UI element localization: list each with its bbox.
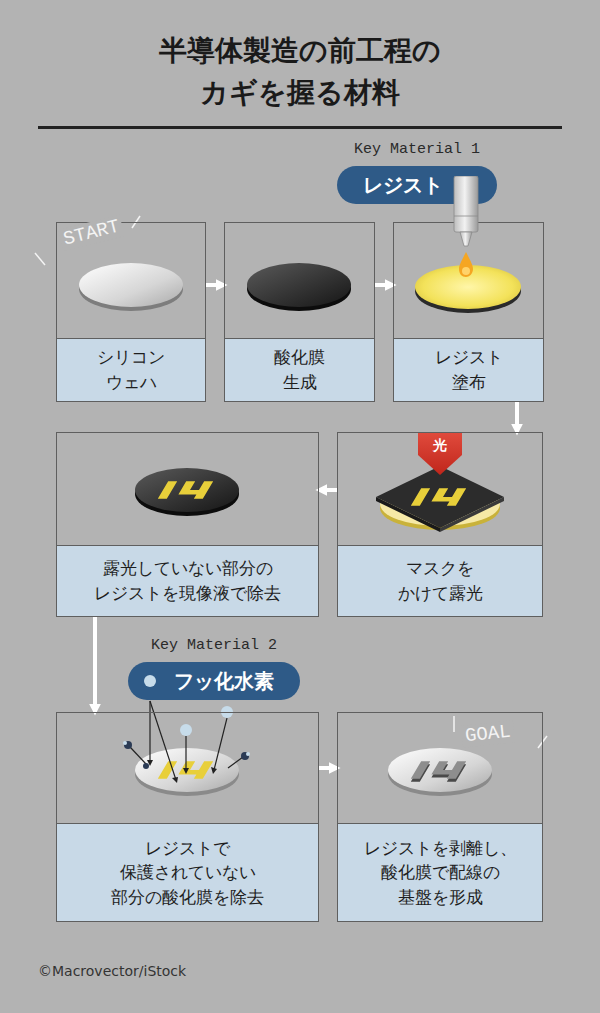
flow-arrow [515,402,519,432]
material-heading: Key Material 2 [128,636,300,656]
step-text: レジストで 保護されていない 部分の酸化膜を除去 [111,836,264,910]
title: 半導体製造の前工程の カギを握る材料 [159,30,441,114]
step-text: マスクを かけて露光 [398,556,483,605]
step-text: 露光していない部分の レジストを現像液で除去 [94,556,281,605]
goal-label: GOAL [461,720,515,747]
step-text: レジストを剥離し、 酸化膜で配線の 基盤を形成 [364,836,517,910]
dispenser-nozzle [451,176,481,251]
step-text: 酸化膜 生成 [274,345,325,394]
developed-wafer [135,468,239,516]
caption-band: マスクを かけて露光 [338,545,542,616]
step-text: シリコン ウェハ [97,345,165,394]
title-rule [38,126,562,129]
material-name: レジスト [363,172,443,199]
material-pill: フッ化水素 [128,662,300,700]
title-block: 半導体製造の前工程の カギを握る材料 [0,30,600,114]
caption-band: レジストで 保護されていない 部分の酸化膜を除去 [57,823,318,921]
flow-arrow [375,283,393,287]
light-label: 光 [433,437,447,453]
exposure-figure [376,433,504,532]
flow-arrow [319,488,337,492]
caption-band: 露光していない部分の レジストを現像液で除去 [57,545,318,616]
process-box: 酸化膜 生成 [224,222,375,402]
caption-band: 酸化膜 生成 [225,338,374,401]
process-box: レジストで 保護されていない 部分の酸化膜を除去 [56,712,319,922]
etch-figure [123,701,250,796]
process-box: マスクを かけて露光 [337,432,543,617]
deco-slash [35,253,45,265]
oxide-wafer [247,263,351,311]
molecule-dot [142,673,158,689]
caption-band: レジスト 塗布 [394,338,543,401]
process-box: 露光していない部分の レジストを現像液で除去 [56,432,319,617]
result-wafer [388,748,492,796]
caption-band: レジストを剥離し、 酸化膜で配線の 基盤を形成 [338,823,542,921]
deco-bar [453,716,455,732]
process-box: レジストを剥離し、 酸化膜で配線の 基盤を形成 [337,712,543,922]
flow-arrow [319,766,337,770]
caption-band: シリコン ウェハ [57,338,205,401]
material-heading: Key Material 1 [337,140,497,160]
start-label: START [58,215,124,252]
credit-label: ©Macrovector/iStock [38,962,186,980]
silicon-wafer [79,263,183,311]
flow-arrow [206,283,224,287]
material-name: フッ化水素 [174,668,274,695]
material-callout: Key Material 2 フッ化水素 [128,636,300,700]
step-text: レジスト 塗布 [435,345,503,394]
flow-arrow [93,617,97,712]
process-box: レジスト 塗布 [393,222,544,402]
process-box: シリコン ウェハ [56,222,206,402]
resist-wafer [415,252,521,313]
